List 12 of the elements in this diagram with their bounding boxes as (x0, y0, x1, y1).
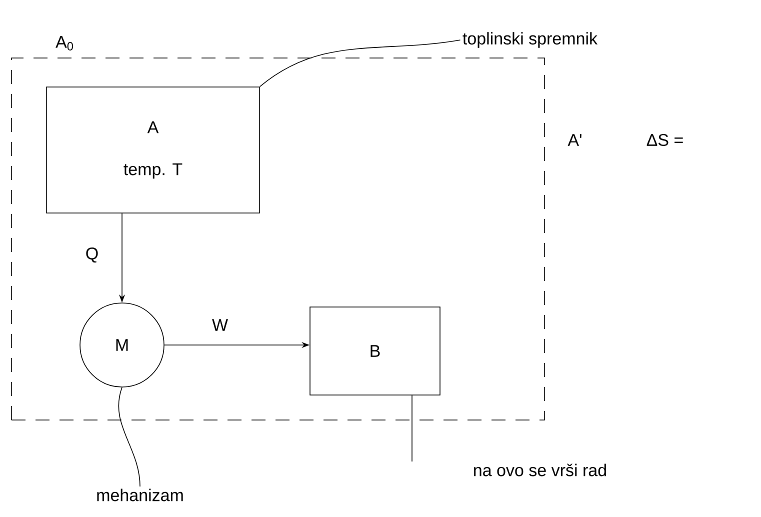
process-box: A temp. T (46, 86, 260, 214)
leader-line (118, 387, 140, 487)
note-text: na ovo se vrši rad (474, 464, 606, 476)
leader-line (260, 40, 461, 87)
note-text: ΔS = (646, 134, 683, 146)
boundary-label: A$_{0}$ (56, 36, 74, 50)
note-text: mehanizam (97, 488, 183, 502)
process-box: B (310, 306, 440, 396)
edge-label: W (210, 318, 230, 332)
note-text: A' (568, 134, 582, 146)
edge-label: Q (84, 246, 100, 264)
note-text: toplinski spremnik (462, 32, 598, 48)
